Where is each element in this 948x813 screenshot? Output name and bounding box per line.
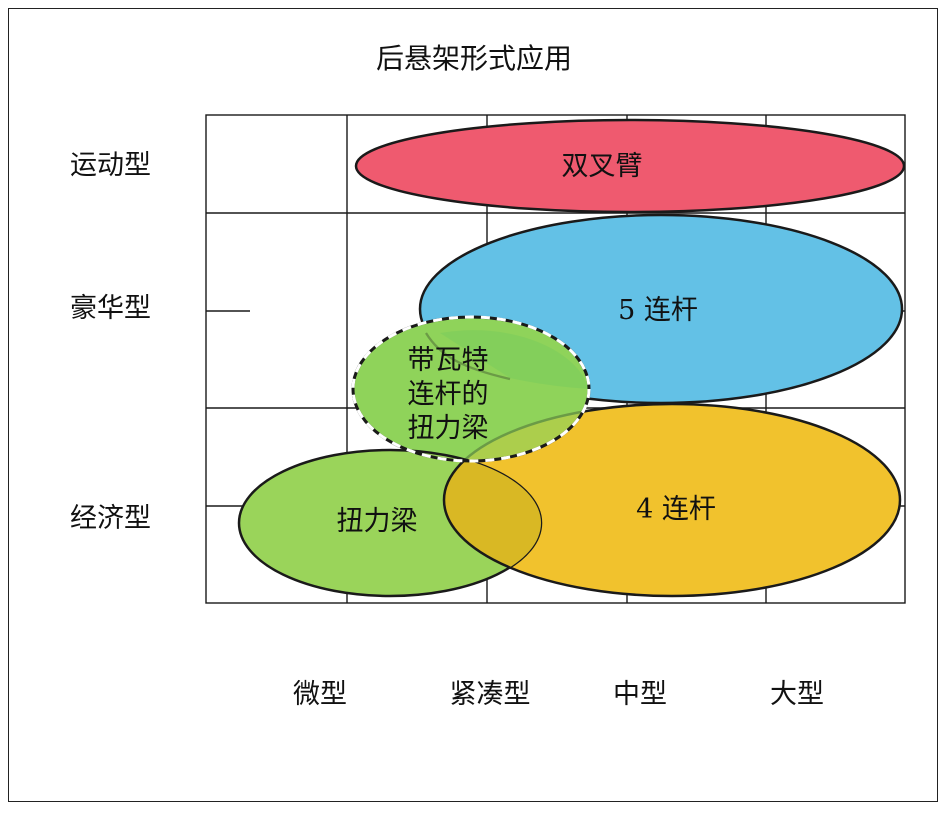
- label-watt-line-2: 连杆的: [408, 379, 489, 410]
- diagram-title: 后悬架形式应用: [376, 42, 572, 75]
- label-five-link: 5 连杆: [618, 295, 698, 326]
- region-double-wishbone: [354, 118, 906, 214]
- y-label-sport: 运动型: [70, 150, 151, 181]
- label-double-wishbone: 双叉臂: [562, 151, 643, 182]
- x-label-midsize: 中型: [613, 679, 667, 710]
- y-label-economy: 经济型: [70, 503, 151, 534]
- x-label-compact: 紧凑型: [450, 679, 531, 710]
- label-watt-line-3: 扭力梁: [408, 413, 489, 444]
- grid-border: [205, 114, 906, 604]
- x-label-mini: 微型: [293, 679, 347, 710]
- x-label-large: 大型: [770, 679, 824, 710]
- y-label-luxury: 豪华型: [70, 293, 151, 324]
- label-watt-line-1: 带瓦特: [408, 345, 489, 376]
- figure-frame: [8, 8, 938, 802]
- label-four-link: 4 连杆: [636, 494, 716, 525]
- label-twist-beam: 扭力梁: [337, 506, 418, 537]
